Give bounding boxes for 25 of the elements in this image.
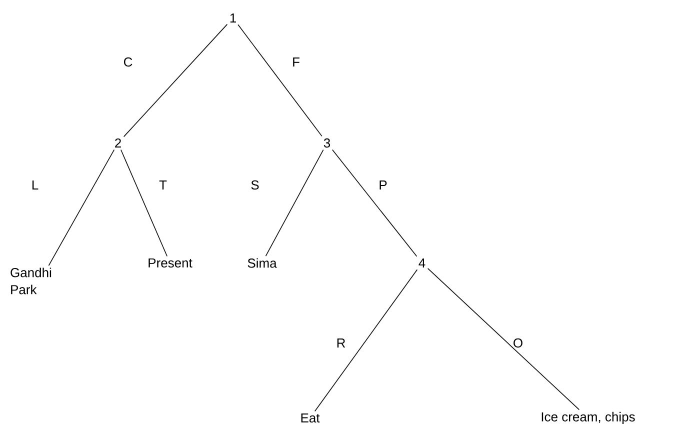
branch-line (48, 149, 115, 266)
node-number: 1 (230, 14, 236, 22)
leaf-label: Present (148, 258, 192, 268)
edge-label: P (380, 180, 387, 190)
branch-line (332, 149, 418, 257)
leaf-label: Eat (301, 413, 320, 423)
edge-label: F (293, 58, 300, 66)
node-number: 4 (418, 258, 426, 268)
leaf-label: Ice cream, chips (542, 412, 635, 424)
edge-label: S (251, 180, 259, 190)
edge-label: T (159, 180, 167, 190)
branch-line (238, 24, 322, 137)
branch-line (123, 24, 228, 138)
node-number: 3 (324, 138, 330, 148)
edge-label: C (124, 57, 132, 67)
leaf-label: Sima (248, 258, 277, 268)
edge-label: L (32, 180, 38, 190)
edge-label: R (337, 338, 346, 348)
edge-label: O (514, 338, 522, 348)
leaf-label: Gandhi Park (10, 268, 52, 294)
branch-line (265, 149, 324, 256)
branch-line (314, 269, 418, 412)
branch-line (120, 149, 168, 257)
branch-line (427, 268, 580, 410)
node-number: 2 (115, 138, 121, 148)
